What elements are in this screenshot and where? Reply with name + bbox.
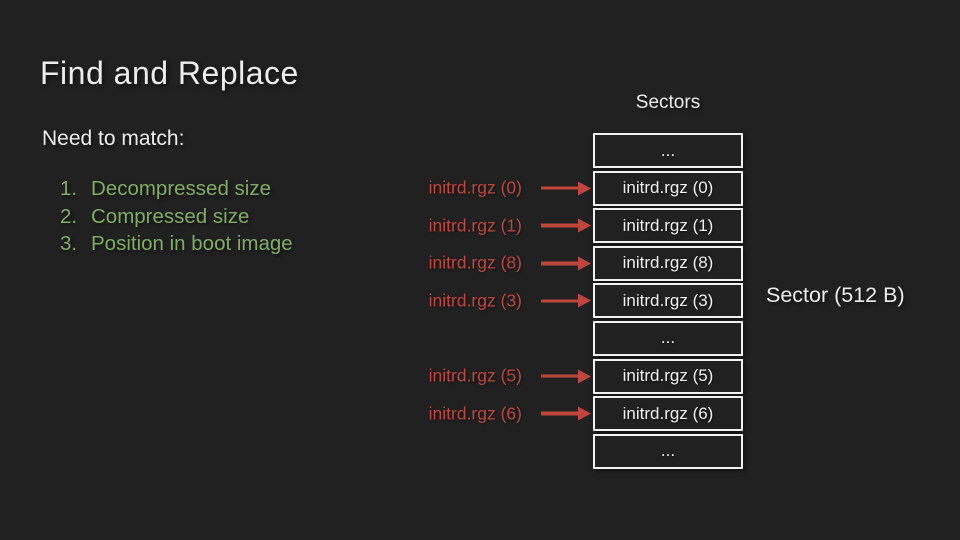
arrow-right-icon [541, 256, 591, 271]
pointer-label: initrd.rgz (5) [428, 365, 522, 386]
sector-box: initrd.rgz (8) [593, 245, 743, 281]
list-text: Compressed size [91, 204, 250, 228]
match-list: 1. Decompressed size 2. Compressed size 3. Po… [60, 175, 293, 258]
pointer-label: initrd.rgz (8) [428, 252, 522, 273]
list-item: 1. Decompressed size [60, 175, 293, 203]
pointer-row: initrd.rgz (0) [405, 178, 591, 199]
sector-box: ... [593, 133, 743, 168]
sector-box: ... [593, 433, 743, 469]
pointer-row: initrd.rgz (1) [405, 215, 591, 236]
list-text: Position in boot image [91, 232, 293, 255]
list-item: 3. Position in boot image [60, 230, 293, 258]
list-number: 1. [60, 177, 78, 200]
arrow-right-icon [541, 293, 591, 308]
slide-title: Find and Replace [40, 55, 299, 91]
pointer-label: initrd.rgz (3) [428, 290, 522, 311]
sector-box: initrd.rgz (0) [593, 170, 743, 206]
arrow-right-icon [541, 369, 591, 384]
pointer-row: initrd.rgz (3) [405, 290, 591, 311]
pointer-row: initrd.rgz (6) [405, 403, 591, 424]
list-item: 2. Compressed size [60, 203, 293, 231]
pointer-row: initrd.rgz (5) [405, 366, 591, 387]
pointer-row: initrd.rgz (8) [405, 253, 591, 274]
sector-column: ...initrd.rgz (0)initrd.rgz (1)initrd.rg… [593, 133, 743, 469]
sector-box: initrd.rgz (6) [593, 396, 743, 432]
list-number: 3. [60, 232, 78, 255]
sector-box: initrd.rgz (5) [593, 358, 743, 394]
pointer-label: initrd.rgz (6) [428, 403, 522, 424]
sector-box: initrd.rgz (1) [593, 208, 743, 244]
list-number: 2. [60, 204, 78, 228]
need-to-match-label: Need to match: [42, 127, 185, 150]
list-text: Decompressed size [91, 177, 272, 200]
sector-size-label: Sector (512 B) [766, 283, 905, 307]
sector-box: ... [593, 320, 743, 356]
arrow-right-icon [541, 181, 591, 196]
sector-box: initrd.rgz (3) [593, 283, 743, 319]
arrow-right-icon [541, 406, 591, 421]
pointer-label: initrd.rgz (0) [428, 177, 522, 198]
pointer-label: initrd.rgz (1) [428, 215, 522, 236]
arrow-right-icon [541, 218, 591, 233]
sectors-header: Sectors [635, 92, 701, 113]
